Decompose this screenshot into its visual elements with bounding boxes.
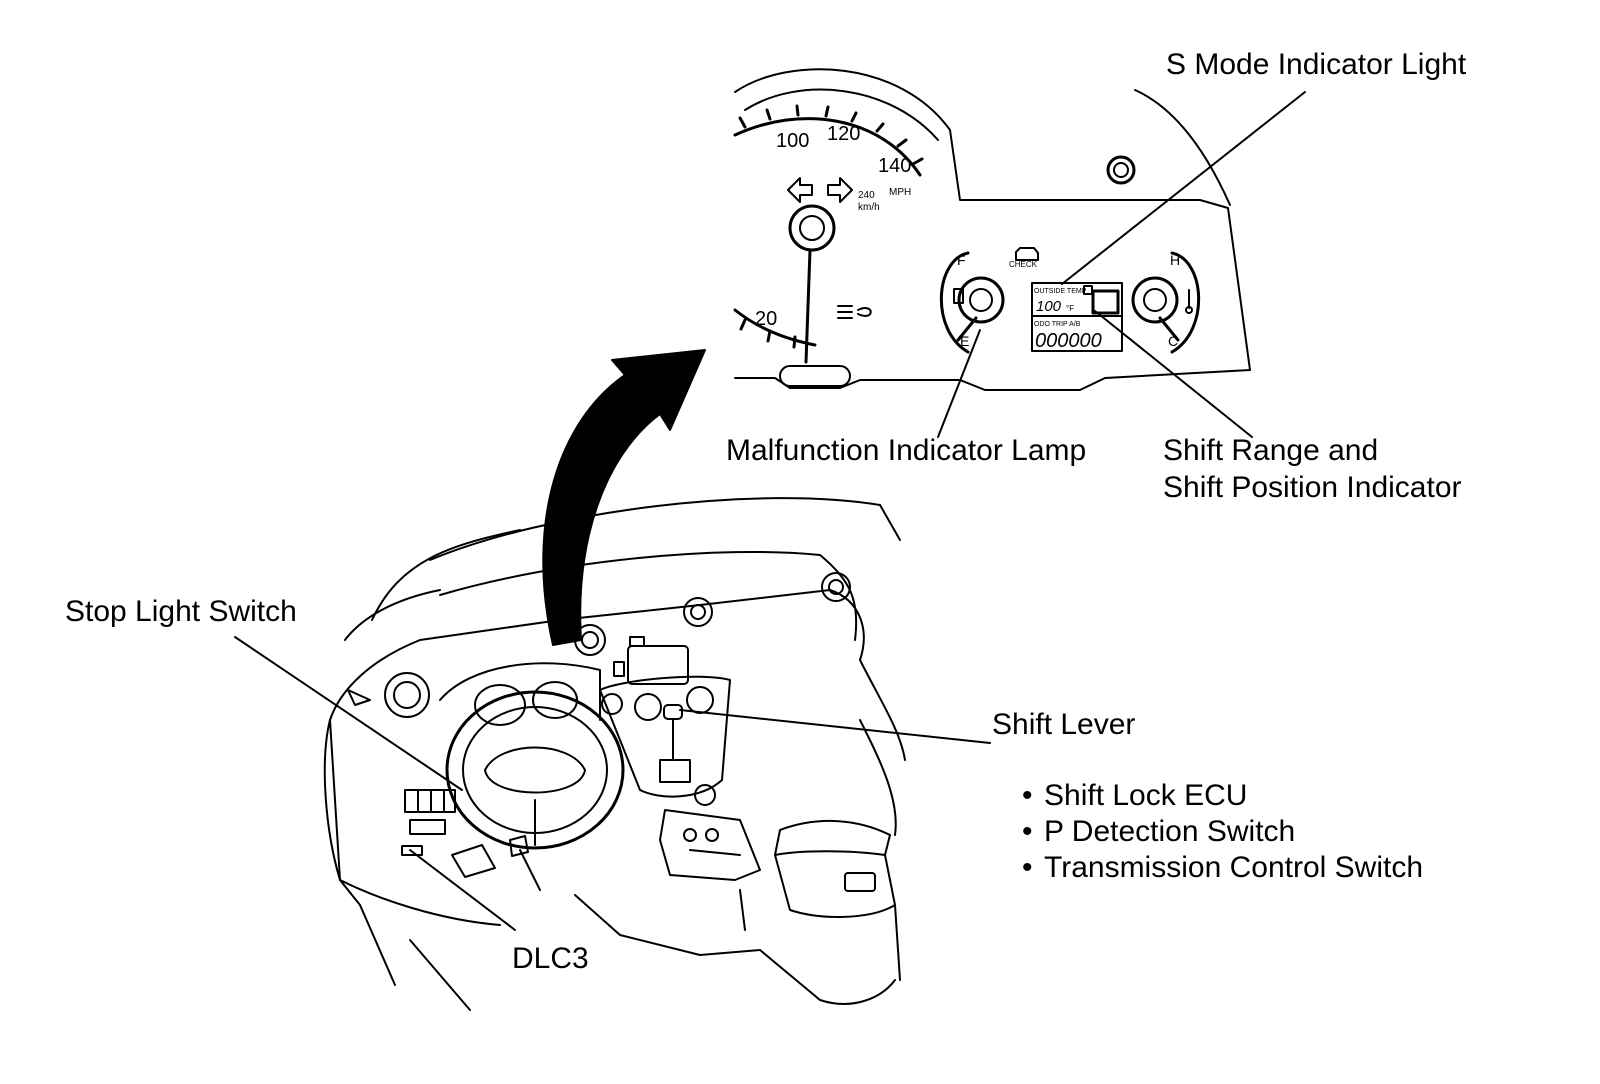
shift-lock-ecu-label: Shift Lock ECU [1044, 779, 1248, 812]
shift-lever-label: Shift Lever [992, 708, 1136, 741]
speed-tick-140: 140 [878, 155, 911, 177]
stop-light-switch-label: Stop Light Switch [65, 595, 297, 628]
vehicle-interior [323, 497, 906, 1011]
dlc3-label: DLC3 [512, 942, 589, 975]
fuel-f-label: F [957, 252, 966, 268]
temp-c-label: C [1168, 333, 1178, 349]
outside-temp-label: OUTSIDE TEMP [1034, 288, 1087, 295]
odo-value: 000000 [1035, 330, 1102, 352]
speed-unit-kmh-value: 240 [858, 190, 875, 201]
s-mode-indicator-label: S Mode Indicator Light [1166, 48, 1467, 81]
instrument-cluster [733, 68, 1251, 391]
leader-lines [234, 91, 1306, 931]
speed-tick-100: 100 [776, 130, 809, 152]
list-item: •Transmission Control Switch [1022, 851, 1423, 884]
outside-temp-unit: °F [1066, 304, 1074, 313]
shift-lever-parts-list: •Shift Lock ECU •P Detection Switch •Tra… [1022, 778, 1423, 886]
speed-tick-20: 20 [755, 308, 777, 330]
odo-label: ODO TRIP A/B [1034, 321, 1081, 328]
outside-temp-value: 100 [1036, 298, 1062, 315]
speed-unit-kmh: km/h [858, 202, 880, 213]
shift-range-label-line1: Shift Range and [1163, 434, 1379, 467]
check-engine-label: CHECK [1009, 260, 1038, 269]
shift-range-label-line2: Shift Position Indicator [1163, 471, 1462, 504]
transmission-control-switch-label: Transmission Control Switch [1044, 851, 1423, 884]
speed-unit-mph: MPH [889, 187, 911, 198]
fuel-e-label: E [960, 333, 969, 349]
speed-tick-120: 120 [827, 123, 860, 145]
p-detection-switch-label: P Detection Switch [1044, 815, 1296, 848]
list-item: •Shift Lock ECU [1022, 779, 1248, 812]
list-item: •P Detection Switch [1022, 815, 1296, 848]
mil-label: Malfunction Indicator Lamp [726, 434, 1087, 467]
zoom-arrow [542, 349, 706, 646]
temp-h-label: H [1170, 252, 1180, 268]
